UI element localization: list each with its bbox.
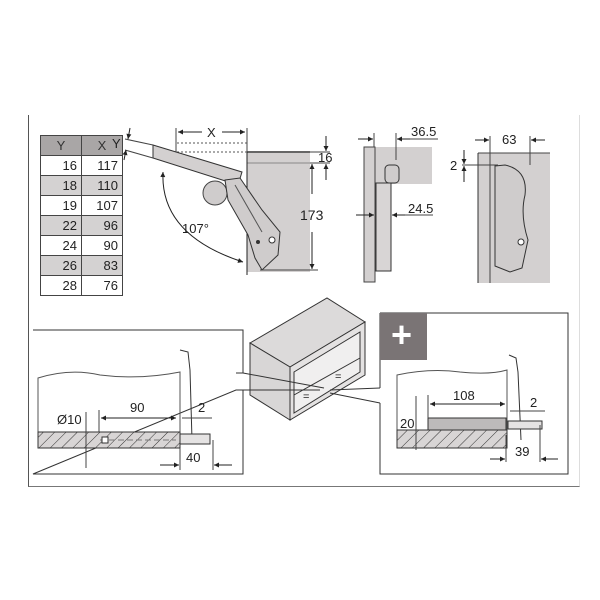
cell-x: 96 [81, 215, 123, 236]
drawing-frame [28, 115, 580, 487]
bottom-left-detail: Ø10 90 2 40 [32, 329, 244, 475]
dim-20-label: 20 [400, 416, 414, 431]
side-view-diagram: X Y 107° 16 173 [112, 125, 332, 275]
angle-label: 107° [182, 221, 209, 236]
cell-x: 76 [81, 275, 123, 296]
cell-x: 110 [81, 175, 123, 196]
equal-mark-1: = [335, 371, 341, 383]
dim-63-label: 63 [502, 132, 516, 147]
dim-2-label: 2 [450, 158, 457, 173]
cabinet-isometric: = = [242, 297, 381, 421]
front-view-diagram: 36.5 24.5 [356, 124, 438, 283]
cell-x: 83 [81, 255, 123, 276]
equal-mark-2: = [303, 391, 309, 403]
dim-173-label: 173 [300, 207, 324, 223]
rear-view-diagram: 63 2 [450, 132, 550, 283]
dim-24-5-label: 24.5 [408, 201, 433, 216]
dim-36-5-label: 36.5 [411, 124, 436, 139]
dim-y-label: Y [112, 136, 121, 151]
dim-2-left-label: 2 [198, 400, 205, 415]
plus-icon: + [391, 314, 413, 355]
dim-90-label: 90 [130, 400, 144, 415]
dim-x-label: X [207, 125, 216, 140]
cell-y: 26 [40, 255, 82, 276]
dim-39-label: 39 [515, 444, 529, 459]
dim-diameter-label: Ø10 [57, 412, 82, 427]
cell-x: 107 [81, 195, 123, 216]
bottom-right-detail: 108 20 2 39 [379, 312, 569, 475]
dim-108-label: 108 [453, 388, 475, 403]
cell-y: 24 [40, 235, 82, 256]
cell-y: 28 [40, 275, 82, 296]
plus-badge: + [380, 313, 427, 360]
dim-40-label: 40 [186, 450, 200, 465]
dim-2-right-label: 2 [530, 395, 537, 410]
dim-16-label: 16 [318, 150, 332, 165]
table-header-y: Y [40, 135, 82, 156]
